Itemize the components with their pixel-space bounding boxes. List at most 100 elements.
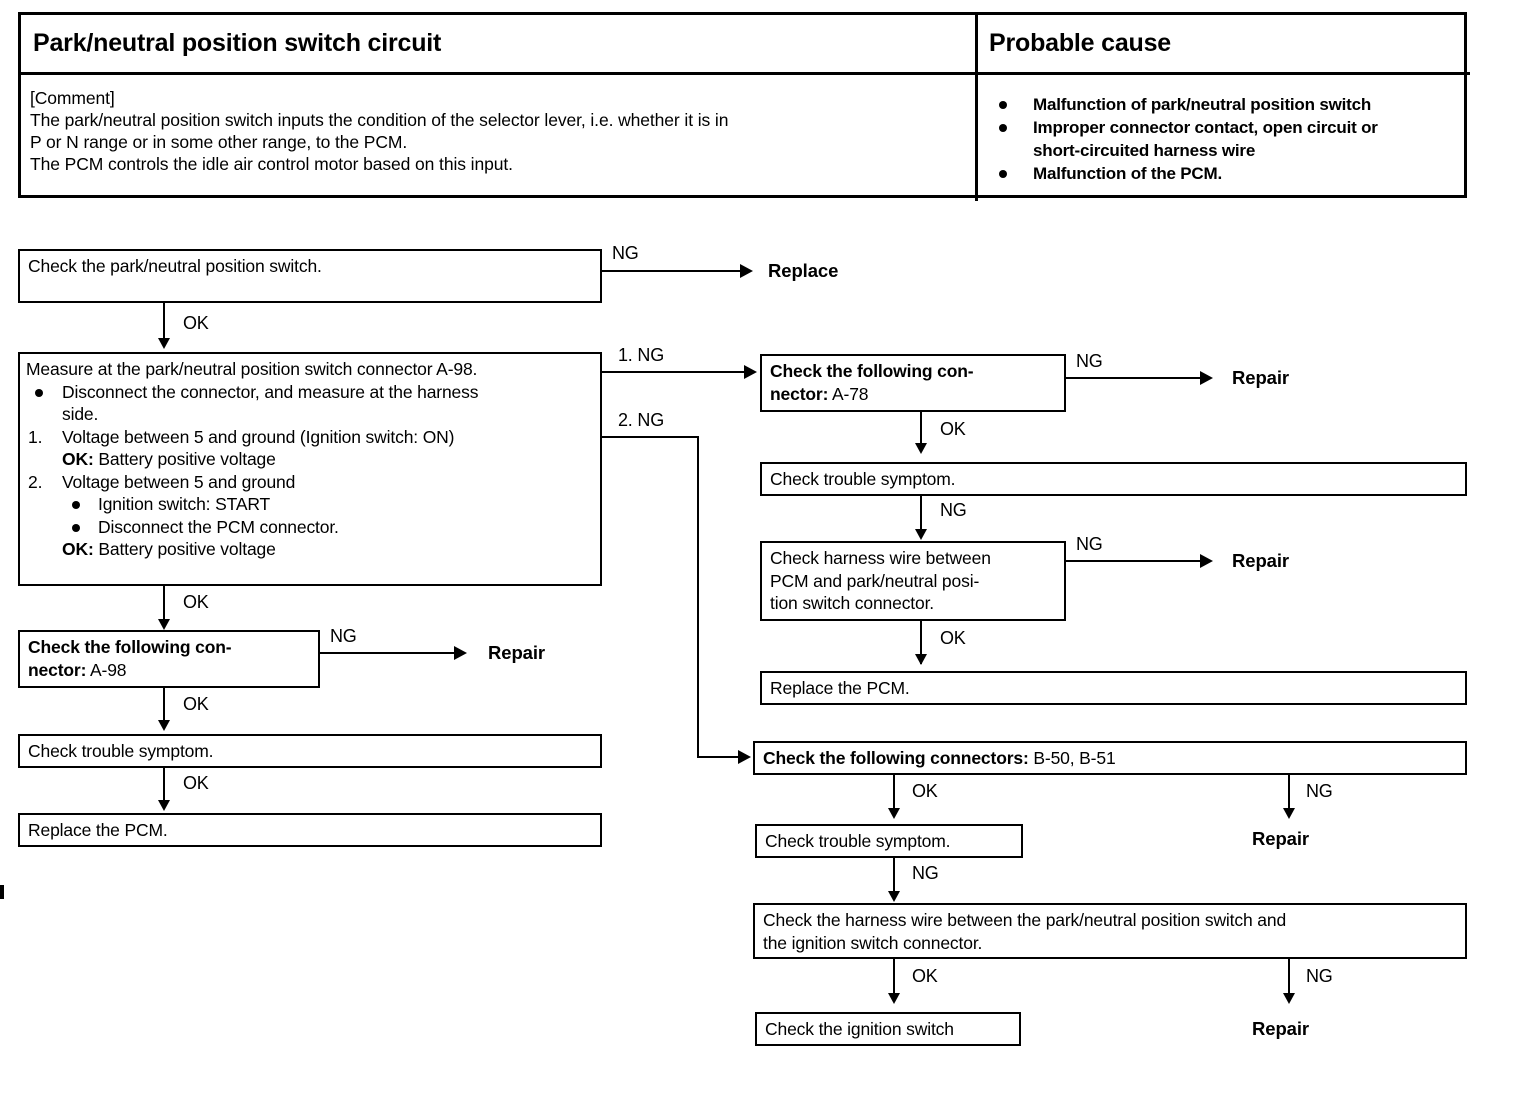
step-label: Check trouble symptom. <box>28 741 214 761</box>
bullet-icon <box>999 101 1007 109</box>
edge-ng-harness-ign <box>1288 959 1290 1002</box>
edge-ng-trouble-1 <box>920 496 922 538</box>
cause-text-3: Malfunction of the PCM. <box>1033 164 1222 183</box>
edge-label-ng-trouble-1: NG <box>940 500 967 520</box>
arrowhead-icon <box>1200 371 1213 385</box>
step-left-replace-pcm[interactable]: Replace the PCM. <box>18 813 602 847</box>
table-header-divider <box>21 72 1470 75</box>
edge-ok-2 <box>163 586 165 628</box>
step-left-check-trouble-symptom[interactable]: Check trouble symptom. <box>18 734 602 768</box>
comment-line-1: The park/neutral position switch inputs … <box>30 110 729 130</box>
step-label: Check trouble symptom. <box>765 831 951 851</box>
step-check-connector-a78[interactable]: Check the following con- nector: A-78 <box>760 354 1066 412</box>
harness-pcm-line-3: tion switch connector. <box>770 593 935 613</box>
cause-text-1: Malfunction of park/neutral position swi… <box>1033 95 1372 114</box>
edge-ng-a98-to-repair <box>320 652 454 654</box>
measure-item-2-bullet-2-text: Disconnect the PCM connector. <box>98 516 339 537</box>
measure-title: Measure at the park/neutral position swi… <box>26 359 478 379</box>
table-column-divider <box>975 15 978 201</box>
comment-cell: [Comment] The park/neutral position swit… <box>30 87 968 175</box>
edge-ok-a78 <box>920 412 922 452</box>
edge-label-ok-a78: OK <box>940 419 966 439</box>
edge-label-ng-branch-1: 1. NG <box>618 345 665 365</box>
edge-label-ok-2: OK <box>183 592 209 612</box>
bullet-icon <box>999 124 1007 132</box>
measure-item-2-marker: 2. <box>28 471 43 492</box>
bullet-icon <box>999 170 1007 178</box>
comment-label: [Comment] <box>30 88 115 108</box>
edge-ng-a78-to-repair <box>1066 377 1200 379</box>
terminal-repair-ignition: Repair <box>1252 1018 1309 1039</box>
step-label: Replace the PCM. <box>770 678 910 698</box>
arrowhead-icon <box>915 529 927 540</box>
edge-label-ng-trouble-2: NG <box>912 863 939 883</box>
edge-ok-harness-ign <box>893 959 895 1002</box>
cause-item: Improper connector contact, open circuit… <box>989 116 1469 162</box>
edge-ng2-seg-v <box>697 436 699 757</box>
probable-cause-title: Probable cause <box>989 29 1172 57</box>
terminal-repair-b: Repair <box>1252 828 1309 849</box>
edge-ng1-to-a78 <box>602 371 744 373</box>
edge-label-ok-1: OK <box>183 313 209 333</box>
connector-a98-line-1: Check the following con- <box>28 637 232 657</box>
measure-item-2-bullet-1-text: Ignition switch: START <box>98 494 271 514</box>
harness-pcm-line-2: PCM and park/neutral posi- <box>770 570 980 591</box>
step-measure-connector-a98[interactable]: Measure at the park/neutral position swi… <box>18 352 602 586</box>
step-check-park-neutral-switch[interactable]: Check the park/neutral position switch. <box>18 249 602 303</box>
connectors-b-value: B-50, B-51 <box>1028 748 1116 768</box>
bullet-icon <box>72 523 80 532</box>
edge-ok-4 <box>163 768 165 809</box>
edge-ng2-seg-h1 <box>602 436 699 438</box>
connector-a98-line-2: nector: A-98 <box>28 659 310 682</box>
edge-label-ng-a78: NG <box>1076 351 1103 371</box>
measure-item-1-ok-value: Battery positive voltage <box>98 449 276 469</box>
measure-list: Measure at the park/neutral position swi… <box>26 358 594 561</box>
step-right-replace-pcm[interactable]: Replace the PCM. <box>760 671 1467 705</box>
harness-pcm-line-1: Check harness wire between <box>770 548 991 568</box>
step-label: Check the park/neutral position switch. <box>28 256 322 276</box>
edge-label-ng-branch-2: 2. NG <box>618 410 665 430</box>
edge-ng-trouble-2 <box>893 858 895 900</box>
arrowhead-icon <box>888 808 900 819</box>
step-right-check-trouble-symptom-2[interactable]: Check trouble symptom. <box>755 824 1023 858</box>
measure-item-1-marker: 1. <box>28 426 43 447</box>
step-check-ignition-switch[interactable]: Check the ignition switch <box>755 1012 1021 1046</box>
step-check-harness-ignition[interactable]: Check the harness wire between the park/… <box>753 903 1467 959</box>
arrowhead-icon <box>158 800 170 811</box>
terminal-replace: Replace <box>768 260 839 281</box>
arrowhead-icon <box>915 654 927 665</box>
page-registration-mark <box>0 885 4 899</box>
comment-line-2: P or N range or in some other range, to … <box>30 132 408 152</box>
step-right-check-trouble-symptom-1[interactable]: Check trouble symptom. <box>760 462 1467 496</box>
harness-ign-line-1: Check the harness wire between the park/… <box>763 910 1287 930</box>
arrowhead-icon <box>158 619 170 630</box>
step-label: Replace the PCM. <box>28 820 168 840</box>
step-check-harness-pcm[interactable]: Check harness wire between PCM and park/… <box>760 541 1066 621</box>
edge-label-ok-3: OK <box>183 694 209 714</box>
comment-line-3: The PCM controls the idle air control mo… <box>30 154 513 174</box>
measure-bullet-1: Disconnect the connector, and measure at… <box>26 381 594 404</box>
connector-a78-line-2: nector: A-78 <box>770 383 1056 406</box>
arrowhead-icon <box>915 443 927 454</box>
cause-item: Malfunction of park/neutral position swi… <box>989 93 1469 116</box>
arrowhead-icon <box>1283 993 1295 1004</box>
step-check-connector-a98[interactable]: Check the following con- nector: A-98 <box>18 630 320 688</box>
edge-label-ng-b: NG <box>1306 781 1333 801</box>
measure-item-2-text: Voltage between 5 and ground <box>62 471 296 492</box>
edge-ok-1 <box>163 303 165 347</box>
probable-cause-list: Malfunction of park/neutral position swi… <box>989 93 1469 185</box>
measure-item-2-ok-value: Battery positive voltage <box>98 539 276 559</box>
measure-item-2-ok: OK: Battery positive voltage <box>26 538 594 561</box>
edge-label-ng-harness-ign: NG <box>1306 966 1333 986</box>
header-table: Park/neutral position switch circuit Pro… <box>18 12 1470 201</box>
cause-item: Malfunction of the PCM. <box>989 162 1469 185</box>
connector-a98-label: nector: <box>28 659 87 680</box>
connector-a98-value: A-98 <box>86 659 127 680</box>
page-title: Park/neutral position switch circuit <box>33 29 442 57</box>
step-check-connectors-b50-b51[interactable]: Check the following connectors: B-50, B-… <box>753 741 1467 775</box>
edge-label-ng-a98: NG <box>330 626 357 646</box>
terminal-repair-a98: Repair <box>488 642 545 663</box>
arrowhead-icon <box>158 720 170 731</box>
measure-bullet-1-l1: Disconnect the connector, and measure at… <box>62 381 479 402</box>
